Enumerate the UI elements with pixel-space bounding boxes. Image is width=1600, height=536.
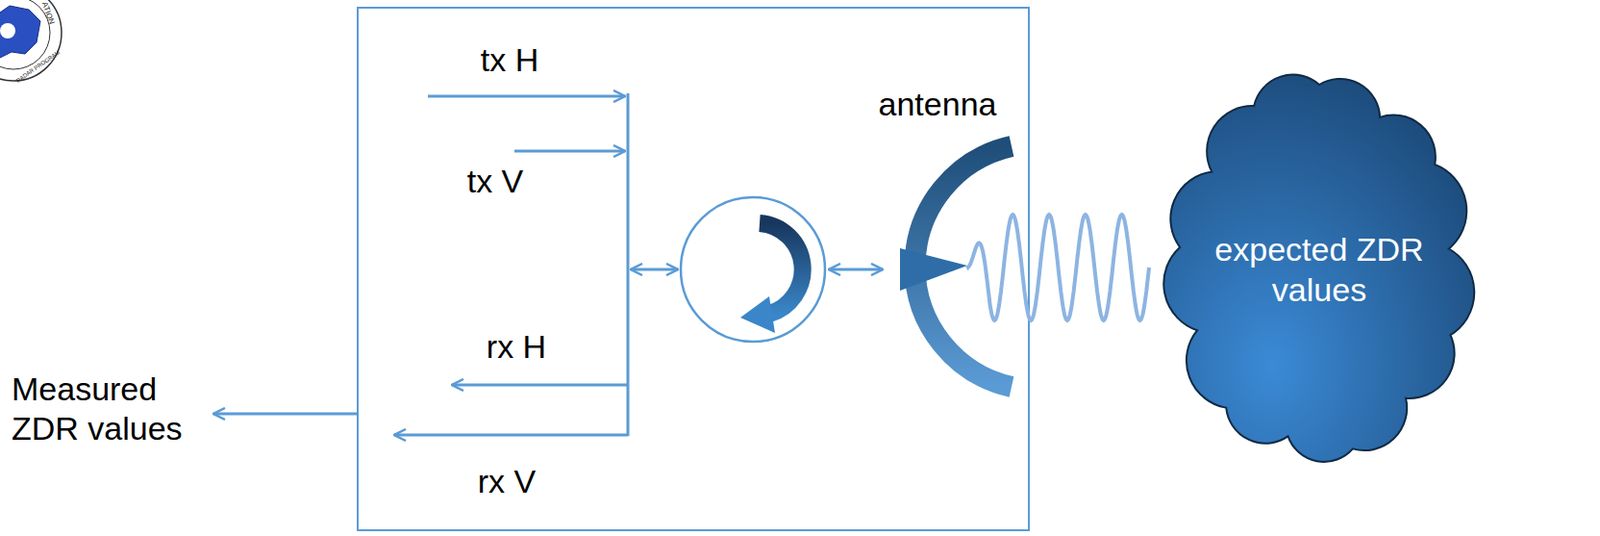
cloud-outline: [1132, 34, 1506, 504]
signal-label: tx H: [480, 40, 539, 80]
target-cloud: expected ZDR values: [1132, 34, 1506, 504]
signal-lines: [213, 93, 883, 436]
signal-label: tx V: [467, 161, 525, 201]
circulator-symbol: [680, 197, 825, 342]
signal-label: rx V: [477, 461, 536, 501]
part-label: antenna: [878, 84, 998, 125]
radar-housing: [357, 7, 1029, 530]
output-label: Measured ZDR values: [11, 369, 204, 449]
antenna-symbol: [900, 146, 1150, 387]
node-text: expected ZDR values: [1199, 228, 1440, 311]
signal-label: rx H: [486, 326, 547, 367]
